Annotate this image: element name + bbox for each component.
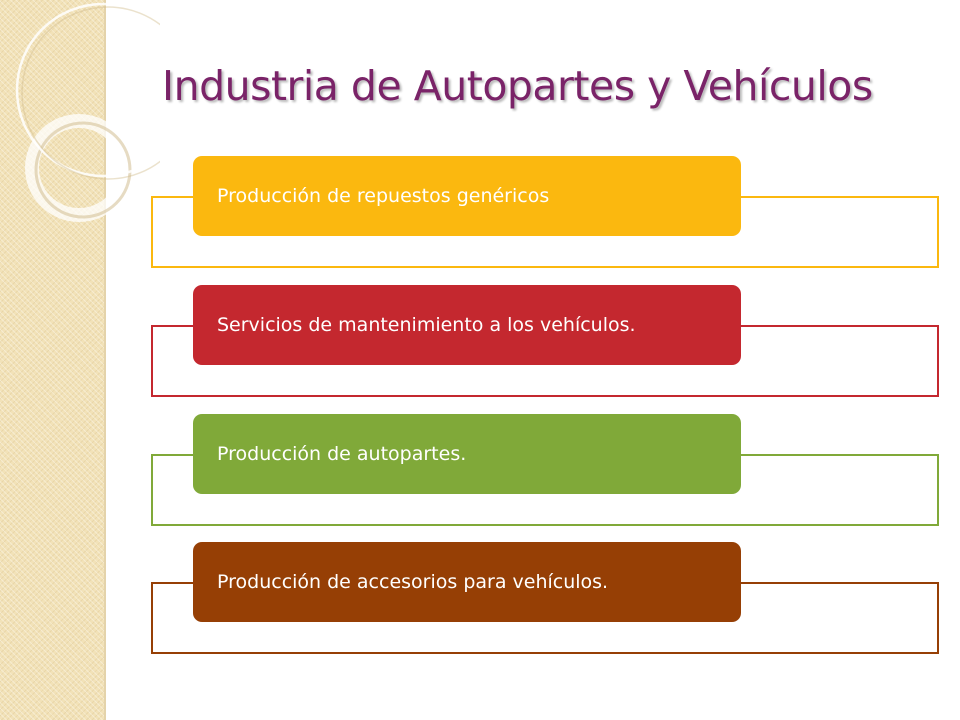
item-label-box: Producción de autopartes. bbox=[193, 414, 741, 494]
decorative-circles bbox=[15, 2, 160, 222]
item-label: Servicios de mantenimiento a los vehícul… bbox=[217, 314, 636, 336]
list-item-autopartes: Producción de autopartes. bbox=[151, 414, 939, 576]
list-item-mantenimiento: Servicios de mantenimiento a los vehícul… bbox=[151, 285, 939, 447]
list-item-accesorios: Producción de accesorios para vehículos. bbox=[151, 542, 939, 704]
item-label-box: Producción de accesorios para vehículos. bbox=[193, 542, 741, 622]
slide-title: Industria de Autopartes y Vehículos bbox=[162, 62, 873, 110]
side-band-edge bbox=[104, 0, 106, 720]
item-label-box: Servicios de mantenimiento a los vehícul… bbox=[193, 285, 741, 365]
item-label: Producción de autopartes. bbox=[217, 443, 467, 465]
list-item-repuestos: Producción de repuestos genéricos bbox=[151, 156, 939, 318]
item-label-box: Producción de repuestos genéricos bbox=[193, 156, 741, 236]
item-label: Producción de accesorios para vehículos. bbox=[217, 571, 609, 593]
item-label: Producción de repuestos genéricos bbox=[217, 185, 550, 207]
